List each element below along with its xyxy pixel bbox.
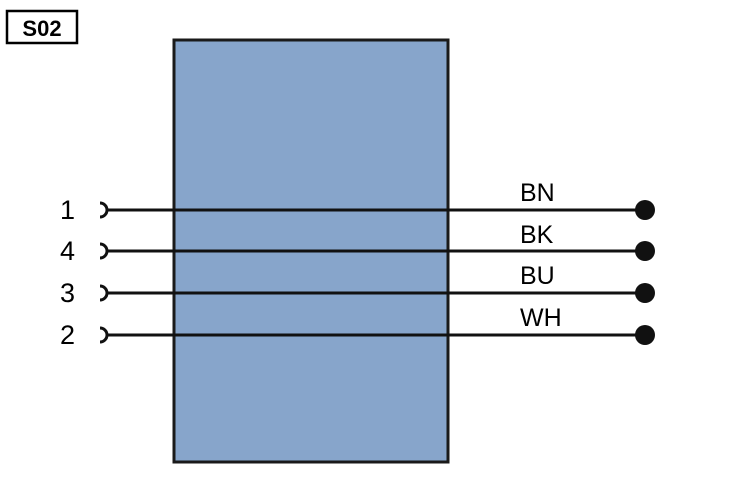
wire-color-label: BK (520, 221, 554, 249)
wire-color-label: BU (520, 262, 555, 290)
pin-socket-icon (99, 326, 109, 344)
wire-end-dot-icon (635, 325, 655, 345)
pin-number-label: 1 (60, 195, 75, 225)
pin-number-label: 2 (60, 320, 75, 350)
pin-socket-icon (99, 284, 109, 302)
wire-row-1: 1 BN (60, 179, 655, 225)
diagram-badge-frame (5, 9, 79, 45)
wire-row-4: 2 WH (60, 304, 655, 350)
diagram-id-label: S02 (22, 16, 61, 41)
wire-row-3: 3 BU (60, 262, 655, 308)
wire-row-2: 4 BK (60, 221, 655, 266)
wire-end-dot-icon (635, 283, 655, 303)
pin-number-label: 4 (60, 236, 75, 266)
wire-end-dot-icon (635, 241, 655, 261)
pin-number-label: 3 (60, 278, 75, 308)
wire-color-label: WH (520, 304, 562, 332)
wire-end-dot-icon (635, 200, 655, 220)
pin-socket-icon (99, 201, 109, 219)
pin-socket-icon (99, 242, 109, 260)
diagram-badge: S02 (5, 9, 79, 45)
wire-color-label: BN (520, 179, 555, 207)
